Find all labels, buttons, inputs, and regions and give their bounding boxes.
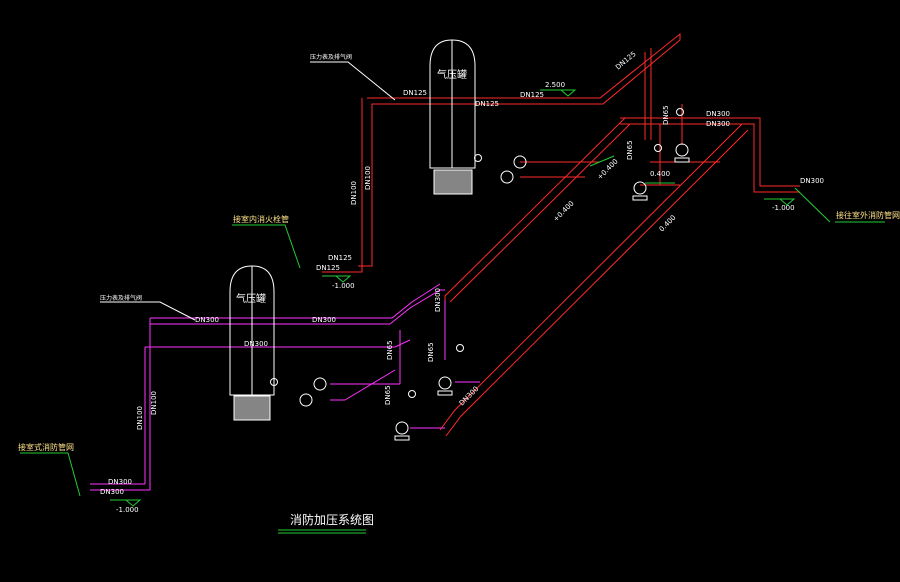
upper-elevation: -1.000 bbox=[332, 282, 355, 290]
lower-top-main bbox=[150, 289, 445, 325]
lower-pipe-label: DN300 bbox=[312, 316, 336, 324]
lower-pipe-label: DN65 bbox=[384, 385, 392, 405]
upper-right-header bbox=[620, 117, 800, 187]
lower-pipe-label: DN300 bbox=[244, 340, 268, 348]
upper-elevation: +0.400 bbox=[552, 199, 576, 223]
gauge-icon bbox=[676, 108, 684, 116]
upper-note-left-riser: 接室内消火栓管 bbox=[233, 214, 289, 224]
pump-icon bbox=[633, 181, 647, 195]
upper-top-main bbox=[358, 32, 681, 267]
lower-pipe-label: DN300 bbox=[108, 478, 132, 486]
upper-pipe-label: DN100 bbox=[364, 166, 372, 190]
upper-pipe-label: DN300 bbox=[706, 110, 730, 118]
upper-pressure-tank: 气压罐 bbox=[429, 39, 476, 195]
upper-pipe-label: DN100 bbox=[350, 181, 358, 205]
lower-pipe-label: DN65 bbox=[427, 342, 435, 362]
lower-pipe-label: DN300 bbox=[195, 316, 219, 324]
diagram-title: 消防加压系统图 bbox=[290, 512, 374, 527]
upper-pipe-label: DN300 bbox=[800, 177, 824, 185]
upper-elevation: 0.400 bbox=[650, 170, 670, 178]
upper-pipe-label: DN65 bbox=[662, 105, 670, 125]
lower-tank-label: 气压罐 bbox=[236, 292, 266, 305]
upper-pumps bbox=[474, 108, 690, 201]
lower-system bbox=[90, 283, 480, 491]
lower-pipe-label: DN100 bbox=[136, 406, 144, 430]
gauge-icon bbox=[408, 390, 416, 398]
pump-icon bbox=[438, 376, 452, 390]
upper-tank-label: 气压罐 bbox=[437, 68, 467, 81]
upper-pipe-label: DN125 bbox=[403, 89, 427, 97]
gauge-icon bbox=[474, 154, 482, 162]
lower-note-gauge: 压力表及排气阀 bbox=[100, 294, 142, 302]
lower-note-left-inlet: 接室式消防管网 bbox=[18, 442, 74, 452]
lower-elevation: -1.000 bbox=[116, 506, 139, 514]
pump-icon bbox=[395, 421, 409, 435]
lower-mid-main bbox=[145, 339, 411, 348]
upper-pipe-label: DN300 bbox=[706, 120, 730, 128]
gauge-icon bbox=[456, 344, 464, 352]
upper-pipe-label: DN65 bbox=[626, 140, 634, 160]
upper-diagonal-a bbox=[444, 117, 626, 302]
pump-icon bbox=[513, 155, 527, 169]
upper-pipe-label: DN125 bbox=[520, 91, 544, 99]
lower-pumps bbox=[270, 344, 464, 441]
upper-elevation: -1.000 bbox=[772, 204, 795, 212]
gauge-icon bbox=[270, 378, 278, 386]
pump-icon bbox=[313, 377, 327, 391]
pump-icon bbox=[500, 170, 514, 184]
upper-diagonal-b bbox=[439, 123, 743, 431]
gauge-icon bbox=[654, 144, 662, 152]
upper-elevation: 2.500 bbox=[545, 81, 565, 89]
lower-pipe-label: DN300 bbox=[458, 385, 481, 408]
lower-pipe-label: DN100 bbox=[150, 391, 158, 415]
lower-pipe-label: DN65 bbox=[386, 340, 394, 360]
pump-icon bbox=[675, 143, 689, 157]
upper-pipe-label: DN125 bbox=[475, 100, 499, 108]
upper-note-right-outlet: 接往室外消防管网 bbox=[836, 210, 900, 220]
lower-pressure-tank: 气压罐 bbox=[229, 265, 275, 421]
upper-pipe-label: DN125 bbox=[614, 50, 638, 72]
upper-top-main-inner bbox=[322, 104, 363, 273]
elevation-markers bbox=[110, 89, 796, 507]
upper-elevation: +0.400 bbox=[596, 157, 620, 181]
upper-note-gauge: 压力表及排气阀 bbox=[310, 53, 352, 61]
upper-pipe-label: DN125 bbox=[328, 254, 352, 262]
upper-pipe-label: DN125 bbox=[316, 264, 340, 272]
lower-pipe-label: DN300 bbox=[100, 488, 124, 496]
pump-icon bbox=[299, 393, 313, 407]
upper-system bbox=[322, 32, 800, 437]
lower-pipe-label: DN300 bbox=[434, 288, 442, 312]
leaders bbox=[20, 61, 885, 534]
